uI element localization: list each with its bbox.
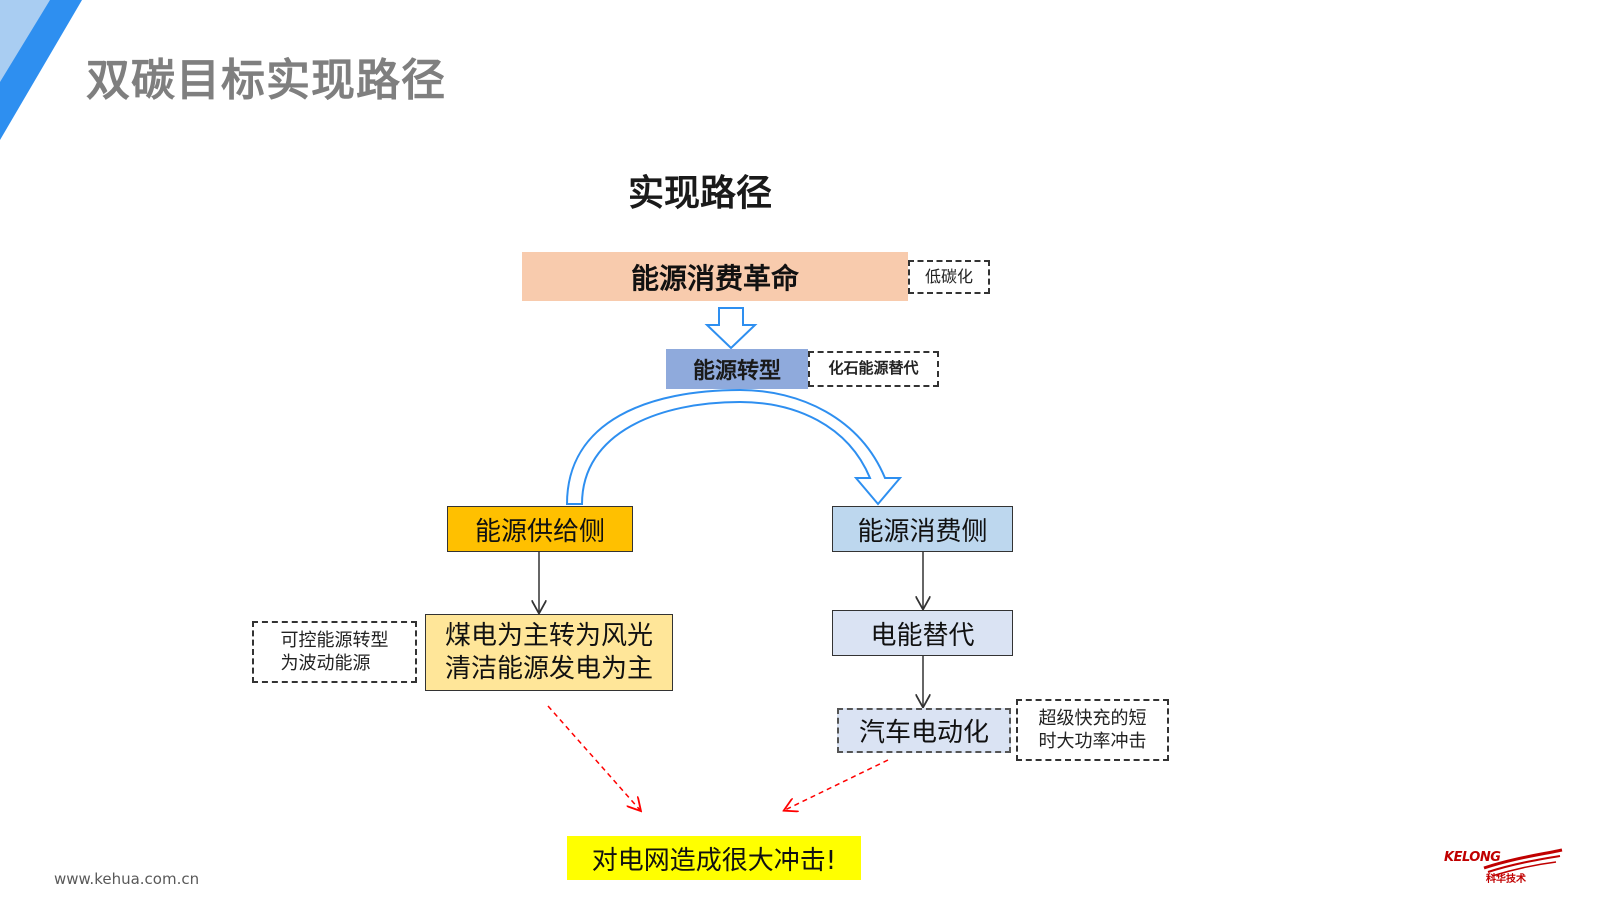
- fastcharge-line-2: 时大功率冲击: [1038, 731, 1147, 752]
- ev-to-impact-arrow: [785, 759, 889, 810]
- grid-impact-box: 对电网造成很大冲击!: [567, 836, 861, 880]
- fast-charge-impact-note: 超级快充的短 时大功率冲击: [1016, 699, 1169, 761]
- controllable-line-2: 为波动能源: [280, 653, 371, 674]
- footer-url: www.kehua.com.cn: [54, 870, 200, 888]
- coal-line-2: 清洁能源发电为主: [444, 653, 653, 684]
- controllable-energy-note: 可控能源转型 为波动能源: [252, 621, 417, 683]
- logo-text: KELONG: [1444, 850, 1501, 865]
- coal-to-clean-energy-box: 煤电为主转为风光 清洁能源发电为主: [425, 614, 673, 691]
- energy-transformation-box: 能源转型: [666, 349, 808, 389]
- curved-hollow-arrow-icon: [565, 388, 903, 506]
- controllable-line-1: 可控能源转型: [280, 629, 389, 651]
- low-carbon-note: 低碳化: [908, 260, 990, 294]
- diagram-title: 实现路径: [627, 173, 772, 214]
- slide-title: 双碳目标实现路径: [86, 55, 446, 106]
- energy-consumption-side-box: 能源消费侧: [832, 506, 1013, 552]
- energy-supply-side-box: 能源供给侧: [447, 506, 633, 552]
- coal-to-impact-arrow: [547, 705, 640, 810]
- vehicle-electrification-box: 汽车电动化: [837, 708, 1011, 753]
- logo-swoosh-icon: [1483, 848, 1563, 877]
- energy-consumption-revolution-box: 能源消费革命: [522, 252, 908, 301]
- corner-accent-icon: [0, 0, 82, 140]
- coal-line-1: 煤电为主转为风光: [444, 621, 653, 651]
- electric-substitution-box: 电能替代: [832, 610, 1013, 656]
- fossil-substitution-note: 化石能源替代: [808, 351, 939, 387]
- down-hollow-arrow-icon: [704, 307, 758, 350]
- fastcharge-line-1: 超级快充的短: [1038, 707, 1147, 729]
- logo-subtext: 科华技术: [1486, 874, 1526, 885]
